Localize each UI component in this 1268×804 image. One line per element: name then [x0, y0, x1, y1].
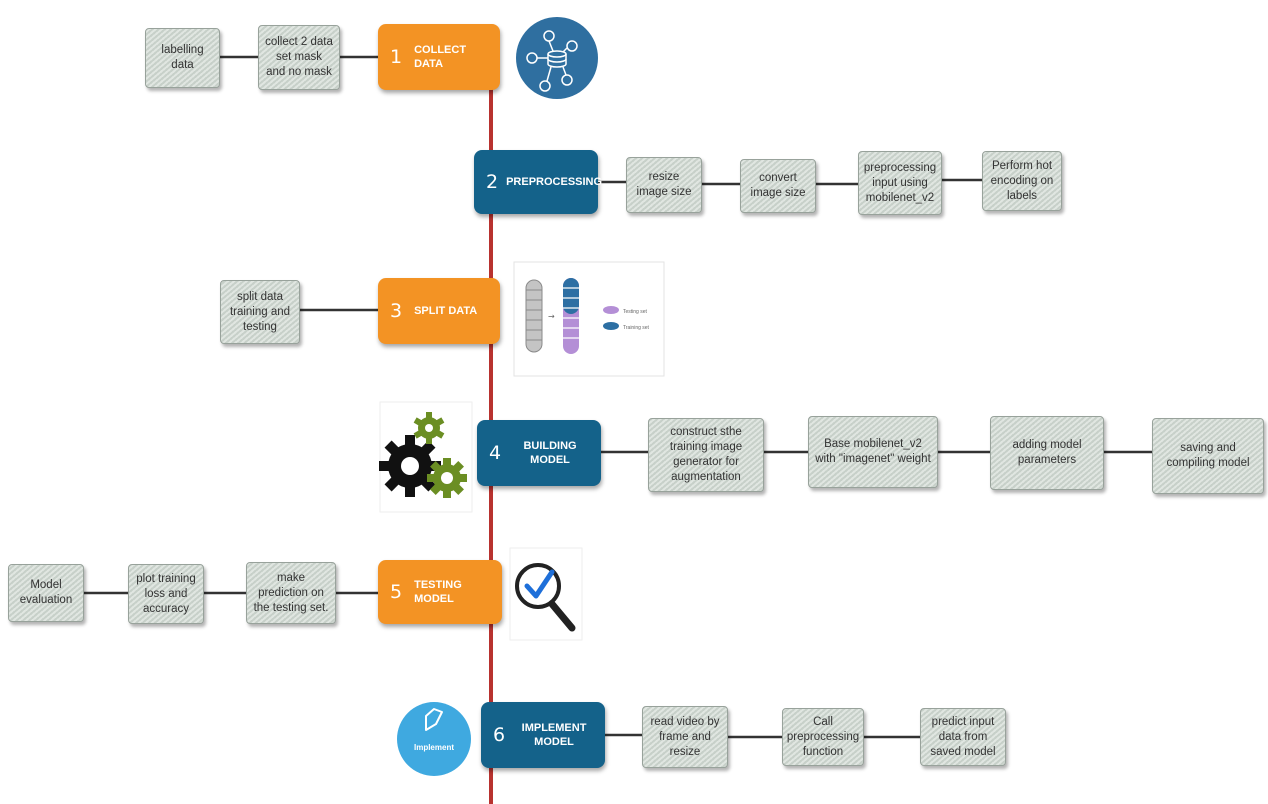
stage-number: 1 — [390, 46, 403, 68]
step-labelling-data: labelling data — [145, 28, 220, 88]
stage-implement-model: 6 IMPLEMENT MODEL — [481, 702, 605, 768]
step-image-generator: construct sthe training image generator … — [648, 418, 764, 492]
step-predict-input: predict input data from saved model — [920, 708, 1006, 766]
step-save-compile: saving and compiling model — [1152, 418, 1264, 494]
stage-title: IMPLEMENT MODEL — [521, 722, 587, 748]
testing-legend-label: Testing set — [623, 309, 648, 315]
implement-badge-label: Implement — [414, 743, 454, 752]
gears-icon — [379, 401, 473, 513]
stage-testing-model: 5 TESTING MODEL — [378, 560, 502, 624]
step-call-preprocessing: Call preprocessing function — [782, 708, 864, 766]
dataset-split-illustration: → Testing set Training set — [513, 261, 665, 377]
step-plot-training: plot training loss and accuracy — [128, 564, 204, 624]
step-base-mobilenet: Base mobilenet_v2 with "imagenet" weight — [808, 416, 938, 488]
step-make-prediction: make prediction on the testing set. — [246, 562, 336, 624]
stage-collect-data: 1 COLLECT DATA — [378, 24, 500, 90]
step-convert-image: convert image size — [740, 159, 816, 213]
stage-number: 6 — [493, 724, 506, 746]
full-dataset-stack — [525, 279, 543, 353]
step-model-evaluation: Model evaluation — [8, 564, 84, 622]
svg-text:→: → — [548, 312, 555, 321]
stage-number: 2 — [486, 171, 499, 193]
data-network-icon — [516, 17, 598, 99]
stage-split-data: 3 SPLIT DATA — [378, 278, 500, 344]
step-resize-image: resize image size — [626, 157, 702, 213]
step-collect-datasets: collect 2 data set mask and no mask — [258, 25, 340, 90]
stage-number: 3 — [390, 300, 403, 322]
magnifier-check-icon — [509, 547, 583, 641]
stage-title: TESTING MODEL — [414, 579, 462, 605]
stage-title: PREPROCESSING — [506, 176, 603, 188]
step-hot-encoding: Perform hot encoding on labels — [982, 151, 1062, 211]
testing-legend-swatch — [603, 306, 619, 314]
stage-preprocessing: 2 PREPROCESSING — [474, 150, 602, 214]
implement-badge-icon: Implement — [397, 702, 471, 776]
training-legend-swatch — [603, 322, 619, 330]
step-preprocess-mobilenet: preprocessing input using mobilenet_v2 — [858, 151, 942, 215]
connector-lines — [84, 55, 1152, 739]
step-read-video: read video by frame and resize — [642, 706, 728, 768]
training-legend-label: Training set — [623, 325, 650, 331]
step-split-data: split data training and testing — [220, 280, 300, 344]
stage-title: SPLIT DATA — [414, 305, 478, 317]
stage-number: 5 — [390, 581, 403, 603]
stage-number: 4 — [489, 442, 502, 464]
stage-title: COLLECT DATA — [414, 44, 467, 70]
step-model-parameters: adding model parameters — [990, 416, 1104, 490]
split-dataset-stack — [563, 278, 579, 354]
stage-building-model: 4 BUILDING MODEL — [477, 420, 601, 486]
stage-title: BUILDING MODEL — [523, 440, 577, 466]
